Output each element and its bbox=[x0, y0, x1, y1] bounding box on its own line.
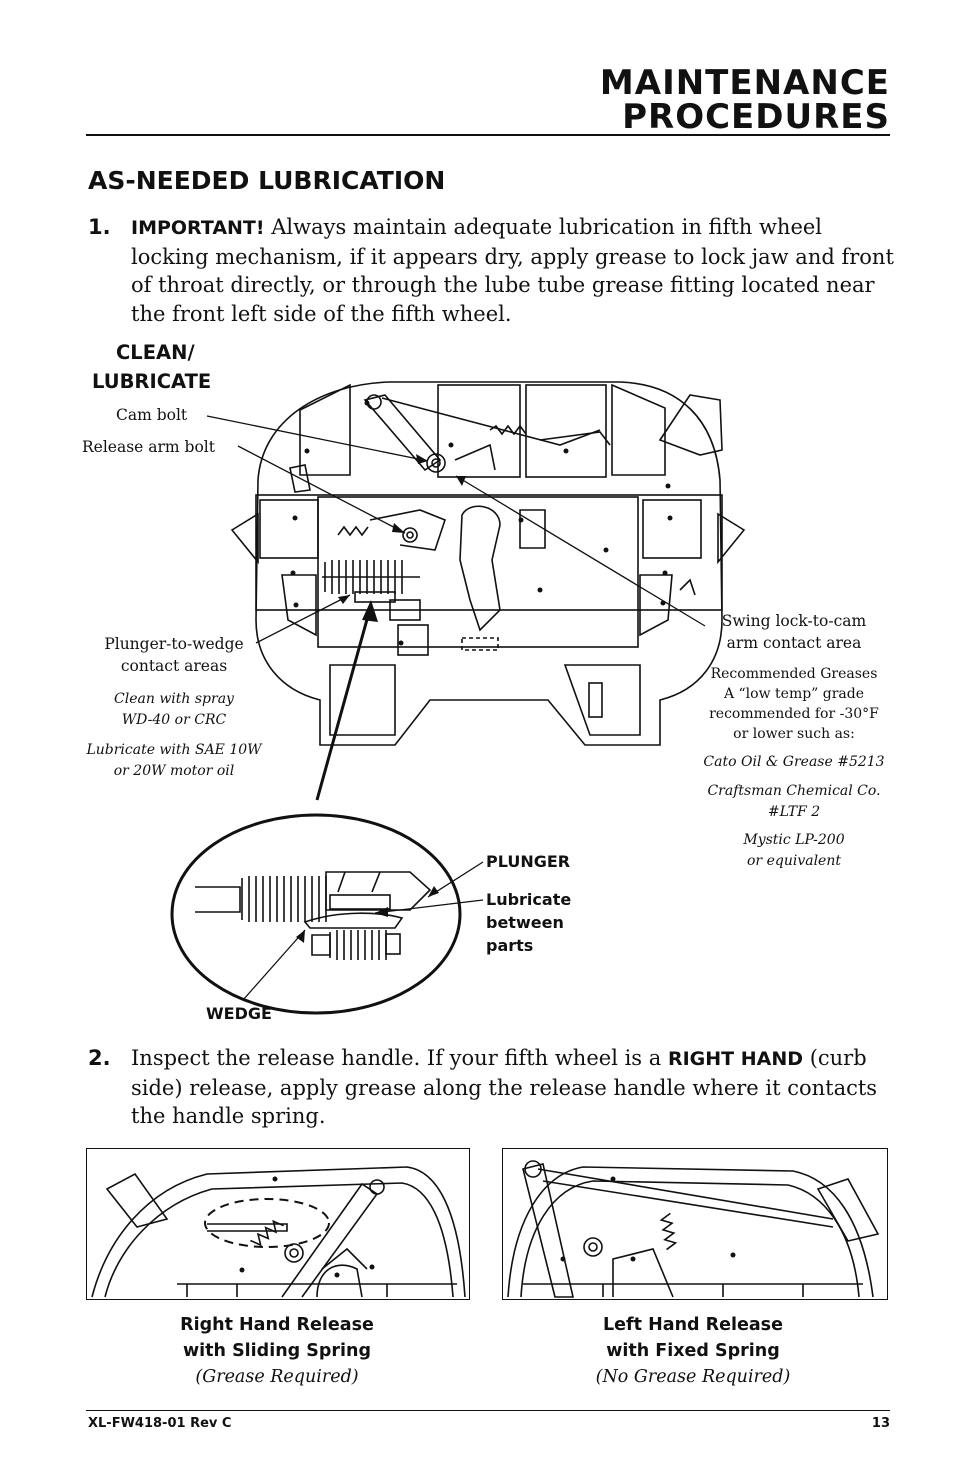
title-line-2: PROCEDURES bbox=[622, 97, 890, 137]
right-caption-line-2: with Sliding Spring bbox=[182, 1341, 372, 1361]
lubricate-oil-line-1: Lubricate with SAE 10W bbox=[86, 742, 262, 758]
swing-lock-line-1: Swing lock-to-cam bbox=[721, 612, 867, 630]
release-arm-bolt-label: Release arm bolt bbox=[82, 438, 215, 456]
lubricate-oil-line-2: or 20W motor oil bbox=[113, 763, 235, 779]
page-number: 13 bbox=[871, 1416, 890, 1431]
recommended-greases: Recommended Greases A “low temp” grade r… bbox=[694, 664, 894, 744]
wedge-label: WEDGE bbox=[206, 1004, 272, 1023]
step-2-number: 2. bbox=[88, 1046, 111, 1070]
step-2-text-after: (curb side) release, apply grease along … bbox=[131, 1046, 878, 1128]
section-heading: AS-NEEDED LUBRICATION bbox=[88, 166, 446, 195]
header-divider bbox=[86, 134, 890, 136]
left-caption-line-3: (No Grease Required) bbox=[595, 1367, 791, 1387]
lubricate-oil-note: Lubricate with SAE 10W or 20W motor oil bbox=[84, 740, 264, 782]
right-hand-caption: Right Hand Release with Sliding Spring (… bbox=[126, 1312, 428, 1390]
footer-divider bbox=[86, 1410, 890, 1411]
grease-3: Mystic LP-200 or equivalent bbox=[694, 830, 894, 872]
left-hand-release-figure bbox=[502, 1148, 888, 1300]
plunger-wedge-line-2: contact areas bbox=[120, 657, 228, 675]
lubricate-between-line-3: parts bbox=[486, 936, 534, 955]
left-caption-line-2: with Fixed Spring bbox=[606, 1341, 780, 1361]
left-caption-line-1: Left Hand Release bbox=[603, 1315, 783, 1335]
step-1-number: 1. bbox=[88, 215, 111, 239]
left-hand-caption: Left Hand Release with Fixed Spring (No … bbox=[542, 1312, 844, 1390]
right-hand-release-drawing bbox=[91, 1166, 466, 1298]
step-1-text: Always maintain adequate lubrication in … bbox=[131, 215, 894, 326]
greases-line-1: Recommended Greases bbox=[710, 666, 878, 682]
grease-2-line-2: #LTF 2 bbox=[767, 804, 821, 820]
grease-3-line-1: Mystic LP-200 bbox=[743, 832, 845, 848]
plunger-wedge-line-1: Plunger-to-wedge bbox=[104, 635, 244, 653]
grease-3-line-2: or equivalent bbox=[747, 853, 841, 869]
swing-lock-line-2: arm contact area bbox=[726, 634, 862, 652]
step-2-text-before: Inspect the release handle. If your fift… bbox=[131, 1046, 668, 1070]
right-hand-keyword: RIGHT HAND bbox=[667, 1048, 804, 1070]
page-title: MAINTENANCE PROCEDURES bbox=[600, 66, 890, 134]
greases-line-4: or lower such as: bbox=[733, 726, 855, 742]
lubricate-between-line-1: Lubricate bbox=[486, 890, 572, 909]
clean-lubricate-label: CLEAN/ LUBRICATE bbox=[92, 338, 211, 396]
grease-1: Cato Oil & Grease #5213 bbox=[703, 754, 885, 770]
clean-spray-line-2: WD-40 or CRC bbox=[121, 712, 227, 728]
step-2: 2. Inspect the release handle. If your f… bbox=[88, 1044, 898, 1131]
greases-line-2: A “low temp” grade bbox=[723, 686, 865, 702]
clean-lubricate-line-2: LUBRICATE bbox=[92, 370, 212, 393]
right-caption-line-3: (Grease Required) bbox=[195, 1367, 359, 1387]
cam-bolt-label: Cam bolt bbox=[116, 406, 188, 424]
greases-line-3: recommended for -30°F bbox=[709, 706, 879, 722]
right-hand-release-figure bbox=[86, 1148, 470, 1300]
plunger-label: PLUNGER bbox=[486, 852, 571, 871]
clean-spray-note: Clean with spray WD-40 or CRC bbox=[84, 689, 264, 731]
swing-lock-label: Swing lock-to-cam arm contact area bbox=[698, 610, 890, 654]
title-line-1: MAINTENANCE bbox=[599, 63, 890, 103]
grease-2: Craftsman Chemical Co. #LTF 2 bbox=[694, 781, 894, 823]
left-hand-release-drawing bbox=[507, 1160, 880, 1298]
document-id: XL-FW418-01 Rev C bbox=[88, 1416, 232, 1431]
right-caption-line-1: Right Hand Release bbox=[180, 1315, 374, 1335]
lubricate-between-label: Lubricate between parts bbox=[486, 888, 571, 957]
lubricate-between-line-2: between bbox=[486, 913, 564, 932]
clean-spray-line-1: Clean with spray bbox=[114, 691, 234, 707]
plunger-wedge-label: Plunger-to-wedge contact areas bbox=[84, 633, 264, 677]
step-1: 1. IMPORTANT! Always maintain adequate l… bbox=[88, 213, 898, 328]
clean-lubricate-line-1: CLEAN/ bbox=[116, 341, 195, 364]
important-keyword: IMPORTANT! bbox=[131, 217, 265, 239]
grease-2-line-1: Craftsman Chemical Co. bbox=[707, 783, 881, 799]
